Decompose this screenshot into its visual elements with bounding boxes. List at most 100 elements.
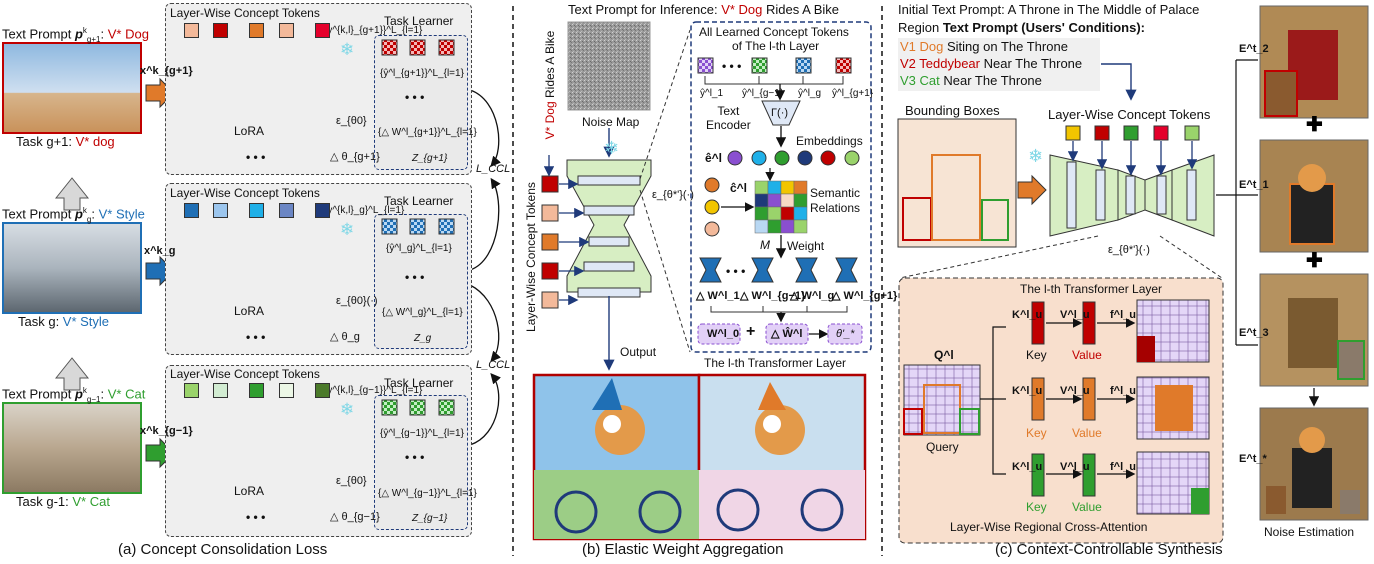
embeddings-label: Embeddings <box>796 134 863 148</box>
bbox-label: Bounding Boxes <box>905 103 1000 118</box>
text-encoder-label: Text Encoder <box>706 104 751 132</box>
tokens-title-dog: Layer-Wise Concept Tokens <box>170 6 320 20</box>
task-label-dog: Task g+1: V* dog <box>16 134 115 149</box>
task-label-cat: Task g-1: V* Cat <box>16 494 110 509</box>
key-word-2: Key <box>1026 426 1047 440</box>
f-label-1: f^l_u <box>1110 309 1136 321</box>
caption-b: (b) Elastic Weight Aggregation <box>582 541 784 558</box>
token-dog-5 <box>315 23 330 38</box>
learner-y-style: {ŷ^l_g}^L_{l=1} <box>386 243 452 254</box>
eps-c: ε_{θ*'}(·) <box>1108 244 1150 256</box>
prompt-style: Text Prompt pkg: V* Style <box>2 206 145 224</box>
q-label: Q^l <box>934 348 954 362</box>
learner-w-dog: {△ W^l_{g+1}}^L_{l=1} <box>378 127 477 138</box>
relations-label: Relations <box>810 201 861 215</box>
key-word-3: Key <box>1026 500 1047 514</box>
f-label-2: f^l_u <box>1110 385 1136 397</box>
token-label-gm1: ŷ^l_{g−1} <box>742 88 784 99</box>
dots-learner-style: • • • <box>405 270 425 284</box>
dots-cat: • • • <box>246 510 266 524</box>
zoom-title-1: All Learned Concept Tokens <box>699 25 849 39</box>
theta-star-label: θ'_* <box>836 328 855 340</box>
tokens-set-dog: {y^{k,l}_{g+1}}^L_{l=1} <box>324 25 423 36</box>
learner-title-dog: Task Learner <box>384 14 454 28</box>
gamma-label: Γ(·) <box>771 107 789 119</box>
tokens-set-cat: {y^{k,l}_{g−1}}^L_{l=1} <box>324 385 423 396</box>
x-label-dog: x^k_{g+1} <box>140 65 193 77</box>
initial-prompt: Initial Text Prompt: A Throne in The Mid… <box>898 2 1200 17</box>
xattn-label: Layer-Wise Regional Cross-Attention <box>950 520 1148 534</box>
learner-y-cat: {ŷ^l_{g−1}}^L_{l=1} <box>380 428 464 439</box>
condition-2: V2 Teddybear Near The Throne <box>900 56 1083 71</box>
output-label: Output <box>620 345 657 359</box>
dots-learner-dog: • • • <box>405 90 425 104</box>
token-cat-5 <box>315 383 330 398</box>
panel-c-graphics: ❄ <box>897 5 1369 544</box>
output-image-e3 <box>1259 273 1369 387</box>
key-word-1: Key <box>1026 348 1047 362</box>
tokens-title-style: Layer-Wise Concept Tokens <box>170 186 320 200</box>
task-learner-box-dog <box>374 35 468 170</box>
ccl-label-1: L_CCL <box>476 163 511 175</box>
value-word-2: Value <box>1072 426 1102 440</box>
style-photo <box>2 222 142 314</box>
panel-b-graphics: ❄ <box>532 21 872 541</box>
semantic-label: Semantic <box>810 186 861 200</box>
caption-a: (a) Concept Consolidation Loss <box>118 541 328 558</box>
e-hat-label: ê^l <box>705 151 723 165</box>
token-label-1: ŷ^l_1 <box>700 88 724 99</box>
dtheta-dog: △ θ_{g+1} <box>330 151 380 163</box>
token-cat-1 <box>184 383 199 398</box>
lora-dog: LoRA <box>234 124 265 138</box>
condition-1: V1 Dog Siting on The Throne <box>900 39 1068 54</box>
token-label-dots: • • • <box>722 59 742 73</box>
condition-3: V3 Cat Near The Throne <box>900 73 1042 88</box>
w-label-gp1: △ W^l_{g+1} <box>832 290 898 302</box>
token-dog-1 <box>184 23 199 38</box>
v-label-1: V^l_u <box>1060 309 1090 321</box>
token-style-1 <box>184 203 199 218</box>
svg-text:❄: ❄ <box>1028 146 1043 167</box>
token-cat-2 <box>213 383 228 398</box>
prompt-dog: Text Prompt pkg+1: V* Dog <box>2 26 149 44</box>
plus-sign: + <box>746 323 756 340</box>
token-dog-2 <box>213 23 228 38</box>
e1-label: E^t_1 <box>1239 179 1269 191</box>
learner-title-cat: Task Learner <box>384 376 454 390</box>
learner-w-style: {△ W^l_g}^L_{l=1} <box>382 307 463 318</box>
learner-z-style: Z_g <box>414 333 432 344</box>
dog-photo <box>2 42 142 134</box>
w0-label: W^l_0 <box>707 328 740 340</box>
v-label-2: V^l_u <box>1060 385 1090 397</box>
dtheta-cat: △ θ_{g−1} <box>330 511 380 523</box>
vertical-prompt: V* Dog Rides A Bike <box>543 30 557 140</box>
weight-label: Weight <box>787 239 825 253</box>
output-image-e2 <box>1259 5 1369 119</box>
token-dog-4 <box>279 23 294 38</box>
token-dog-3 <box>249 23 264 38</box>
w-label-g: △ W^l_g <box>790 290 835 302</box>
value-word-1: Value <box>1072 348 1102 362</box>
inference-prompt: Text Prompt for Inference: V* Dog Rides … <box>568 2 839 17</box>
noise-map-label: Noise Map <box>582 115 640 129</box>
vertical-tokens-label: Layer-Wise Concept Tokens <box>524 182 538 332</box>
prompt-cat: Text Prompt pkg−1: V* Cat <box>2 386 146 404</box>
learner-z-dog: Z_{g+1} <box>412 153 448 164</box>
dtheta-style: △ θ_g <box>330 331 360 343</box>
eps-dog: ε_{θ0} <box>336 115 367 127</box>
tokens-title-c: Layer-Wise Concept Tokens <box>1048 107 1211 122</box>
eps-b: ε_{θ*'}(·) <box>652 189 694 201</box>
w-label-gm1: △ W^l_{g−1} <box>740 290 806 302</box>
learner-w-cat: {△ W^l_{g−1}}^L_{l=1} <box>378 488 477 499</box>
e2-label: E^t_2 <box>1239 43 1269 55</box>
query-label: Query <box>926 440 959 454</box>
noise-estimation-label: Noise Estimation <box>1264 525 1355 539</box>
task-label-style: Task g: V* Style <box>18 314 110 329</box>
noise-map-image <box>567 21 651 111</box>
zoom-footer: The l-th Transformer Layer <box>704 356 847 370</box>
task-learner-box-cat <box>374 395 468 530</box>
output-image-final <box>1259 407 1369 521</box>
region-prompt-heading: Region Text Prompt (Users' Conditions): <box>898 20 1146 35</box>
learner-y-dog: {ŷ^l_{g+1}}^L_{l=1} <box>380 68 464 79</box>
